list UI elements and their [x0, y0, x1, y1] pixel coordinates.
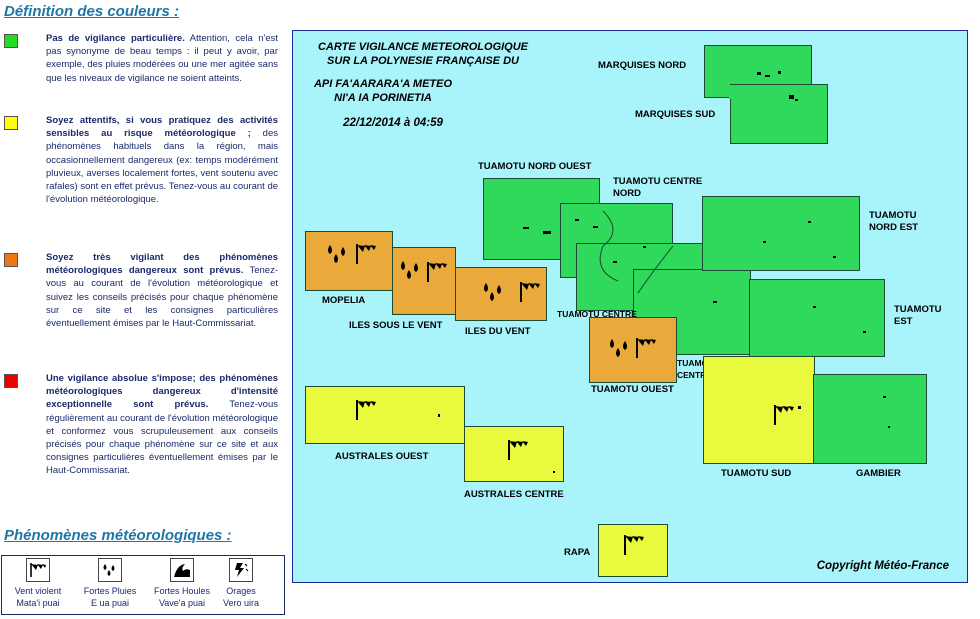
vigilance-map: CARTE VIGILANCE METEOROLOGIQUE SUR LA PO… [292, 30, 968, 583]
legend-title: Définition des couleurs : [4, 3, 180, 20]
storm-label-tah: Vero uira [222, 598, 260, 608]
label-tuamotu-nord-est-2: NORD EST [869, 222, 919, 233]
zone-gambier[interactable] [813, 374, 927, 464]
storm-icon [229, 558, 253, 582]
label-tuamotu-sud: TUAMOTU SUD [721, 468, 792, 479]
wind-label-fr: Vent violent [14, 586, 62, 596]
copyright: Copyright Météo-France [816, 560, 949, 572]
zone-tuamotu-sud[interactable] [703, 356, 815, 464]
swell-label-fr: Fortes Houles [153, 586, 211, 596]
phenomenon-rain: Fortes Pluies E ua puai [77, 558, 143, 609]
zone-iles-du-vent[interactable] [455, 267, 547, 321]
label-mopelia: MOPELIA [322, 295, 366, 306]
yellow-swatch [4, 116, 18, 130]
phenomenon-storm: Orages Vero uira [216, 558, 266, 609]
tuamotu-ouest-wind-icon [636, 338, 656, 358]
storm-label-fr: Orages [226, 586, 256, 596]
label-australes-centre: AUSTRALES CENTRE [464, 489, 564, 500]
label-rapa: RAPA [564, 547, 591, 558]
legend-red: Une vigilance absolue s'impose; des phén… [46, 373, 278, 477]
australes-centre-wind-icon [508, 440, 528, 460]
zone-mopelia[interactable] [305, 231, 393, 291]
rain-label-tah: E ua puai [90, 598, 130, 608]
zone-tuamotu-nord-est[interactable] [702, 196, 860, 271]
phenomenon-swell: Fortes Houles Vave'a puai [149, 558, 215, 609]
map-title-3: API FA'AARARA'A METEO [313, 78, 453, 90]
legend-green: Pas de vigilance particulière. Attention… [46, 33, 278, 84]
map-title-2: SUR LA POLYNESIE FRANÇAISE DU [327, 55, 519, 67]
zone-tuamotu-ouest[interactable] [589, 317, 677, 383]
swell-icon [170, 558, 194, 582]
swell-label-tah: Vave'a puai [158, 598, 206, 608]
zone-tuamotu-est[interactable] [749, 279, 885, 357]
phenomena-title: Phénomènes météorologiques : [4, 527, 232, 544]
map-title-4: NI'A IA PORINETIA [334, 92, 432, 104]
label-tuamotu-nord-est-1: TUAMOTU [869, 210, 917, 221]
label-iles-du-vent: ILES DU VENT [465, 326, 531, 337]
tuamotu-sud-wind-icon [774, 405, 794, 425]
rapa-wind-icon [624, 535, 644, 555]
phenomenon-wind: Vent violent Mata'i puai [8, 558, 68, 609]
rain-label-fr: Fortes Pluies [83, 586, 137, 596]
zone-marquises-join [729, 85, 775, 99]
wind-icon [26, 558, 50, 582]
label-tuamotu-est-1: TUAMOTU [894, 304, 942, 315]
phenomena-legend: Vent violent Mata'i puai Fortes Pluies E… [1, 555, 285, 615]
island-marks [438, 71, 890, 473]
iles-sous-le-vent-rain-icon [401, 261, 418, 279]
mopelia-wind-icon [356, 244, 376, 264]
tuamotu-ouest-rain-icon [610, 339, 627, 357]
iles-du-vent-wind-icon [520, 282, 540, 302]
label-tuamotu-nord-ouest: TUAMOTU NORD OUEST [478, 161, 592, 172]
zone-tuamotu-centre-sud[interactable] [633, 269, 751, 355]
label-marquises-sud: MARQUISES SUD [635, 109, 716, 120]
iles-sous-le-vent-wind-icon [427, 262, 447, 282]
green-swatch [4, 34, 18, 48]
label-tuamotu-ouest: TUAMOTU OUEST [591, 384, 674, 395]
label-tuamotu-est-2: EST [894, 316, 913, 327]
australes-ouest-wind-icon [356, 400, 376, 420]
orange-swatch [4, 253, 18, 267]
label-tuamotu-centre-nord-1: TUAMOTU CENTRE [613, 176, 703, 187]
mopelia-rain-icon [328, 245, 345, 263]
legend-yellow: Soyez attentifs, si vous pratiquez des a… [46, 115, 279, 206]
label-tuamotu-centre-nord-2: NORD [613, 188, 641, 199]
iles-du-vent-rain-icon [484, 283, 501, 301]
label-tuamotu-centre: TUAMOTU CENTRE [557, 309, 637, 319]
map-title-1: CARTE VIGILANCE METEOROLOGIQUE [317, 41, 529, 53]
label-marquises-nord: MARQUISES NORD [598, 60, 687, 71]
label-tuamotu-centre-sud-1: TUAMOTU [677, 358, 720, 368]
wind-label-tah: Mata'i puai [16, 598, 60, 608]
red-swatch [4, 374, 18, 388]
legend-orange: Soyez très vigilant des phénomènes météo… [46, 252, 278, 330]
label-gambier: GAMBIER [856, 468, 901, 479]
label-australes-ouest: AUSTRALES OUEST [335, 451, 429, 462]
label-iles-sous-le-vent: ILES SOUS LE VENT [349, 320, 443, 331]
map-date: 22/12/2014 à 04:59 [343, 117, 443, 129]
rain-icon [98, 558, 122, 582]
zone-australes-centre[interactable] [464, 426, 564, 482]
zone-rapa[interactable] [598, 524, 668, 577]
